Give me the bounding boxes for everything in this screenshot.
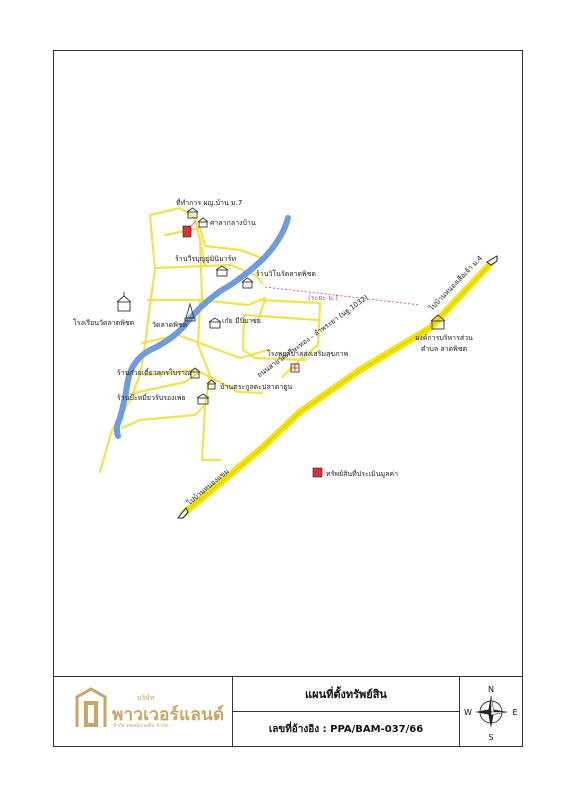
company-name: พาวเวอร์แลนด์ <box>112 705 225 725</box>
title-cell: แผนที่ตั้งทรัพย์สิน เลขที่อ้างอิง : PPA/… <box>233 677 460 747</box>
legend-swatch <box>312 467 323 478</box>
market-label: ร้านวิโนรัดลาดพิชต <box>256 270 316 278</box>
market-icon <box>241 277 254 289</box>
map-title: แผนที่ตั้งทรัพย์สิน <box>233 677 459 712</box>
compass-n: N <box>488 685 494 694</box>
map-frame <box>53 50 523 747</box>
building-icons <box>116 207 446 405</box>
village-pavilion-label: ศาลากลางบ้าน <box>210 219 256 227</box>
compass-cell: N S E W <box>460 677 522 747</box>
river <box>113 215 291 439</box>
reference-number: เลขที่อ้างอิง : PPA/BAM-037/66 <box>268 724 424 735</box>
map-canvas <box>98 206 498 519</box>
west-arrow <box>176 507 189 519</box>
school-icon <box>116 292 132 312</box>
property-marker <box>182 225 192 238</box>
school-label: โรงเรียนวัดลาดพิชต <box>73 319 135 327</box>
shrine-icon <box>208 317 222 329</box>
distance-label: (ระยะ ม.) <box>308 294 338 302</box>
shrine-label: เก๋ย มีบิยาซ่ย <box>222 317 261 325</box>
noodle-icon <box>189 367 201 379</box>
compass-s: S <box>488 733 493 742</box>
house-label: บ้านตระกูลตะปลาดาธูน <box>220 383 293 391</box>
company-sub-text: จำกัด ดอลล์แวลอีน จำกัด <box>113 723 169 729</box>
restaurant-icon <box>196 393 210 405</box>
legend-label: ทรัพย์สินที่ประเมินมูลค่า <box>326 470 399 478</box>
sao-label: องค์การบริหารส่วนตำบล ลาดพิชต <box>415 334 473 353</box>
sao-icon <box>430 314 446 330</box>
noodle-label: ร้านก๋วยเตี๋ยวสุกรโบราณ <box>117 369 192 377</box>
pavilion-icon <box>197 217 209 228</box>
company-logo-cell: บริษัท พาวเวอร์แลนด์ จำกัด ดอลล์แวลอีน จ… <box>53 677 233 747</box>
title-block: บริษัท พาวเวอร์แลนด์ จำกัด ดอลล์แวลอีน จ… <box>53 676 523 747</box>
compass-w: W <box>464 708 472 717</box>
company-top-text: บริษัท <box>137 694 155 702</box>
temple-icon <box>184 302 196 322</box>
village-office-label: ที่ทำการ ผญ.บ้าน ม.7 <box>176 199 243 207</box>
temple-label: วัดลาดพิชต <box>152 321 188 329</box>
house-icon <box>206 379 217 390</box>
east-arrow <box>486 255 498 266</box>
compass-icon: N S E W <box>464 685 517 742</box>
shop-icon <box>215 265 229 277</box>
local-roads <box>98 206 322 474</box>
restaurant-label: ร้านบ๊ะหมี่ยวรับรองเพย <box>117 394 186 402</box>
shop-label: ร้านวีรบุญยู่มินิมาร์ท <box>175 255 236 263</box>
village-office-icon <box>186 207 199 219</box>
company-logo <box>75 687 107 727</box>
compass-e: E <box>512 708 517 717</box>
hospital-icon <box>290 363 300 373</box>
hospital-label: โรงพยาบาลส่งเสริมสุขภาพ <box>267 350 349 358</box>
